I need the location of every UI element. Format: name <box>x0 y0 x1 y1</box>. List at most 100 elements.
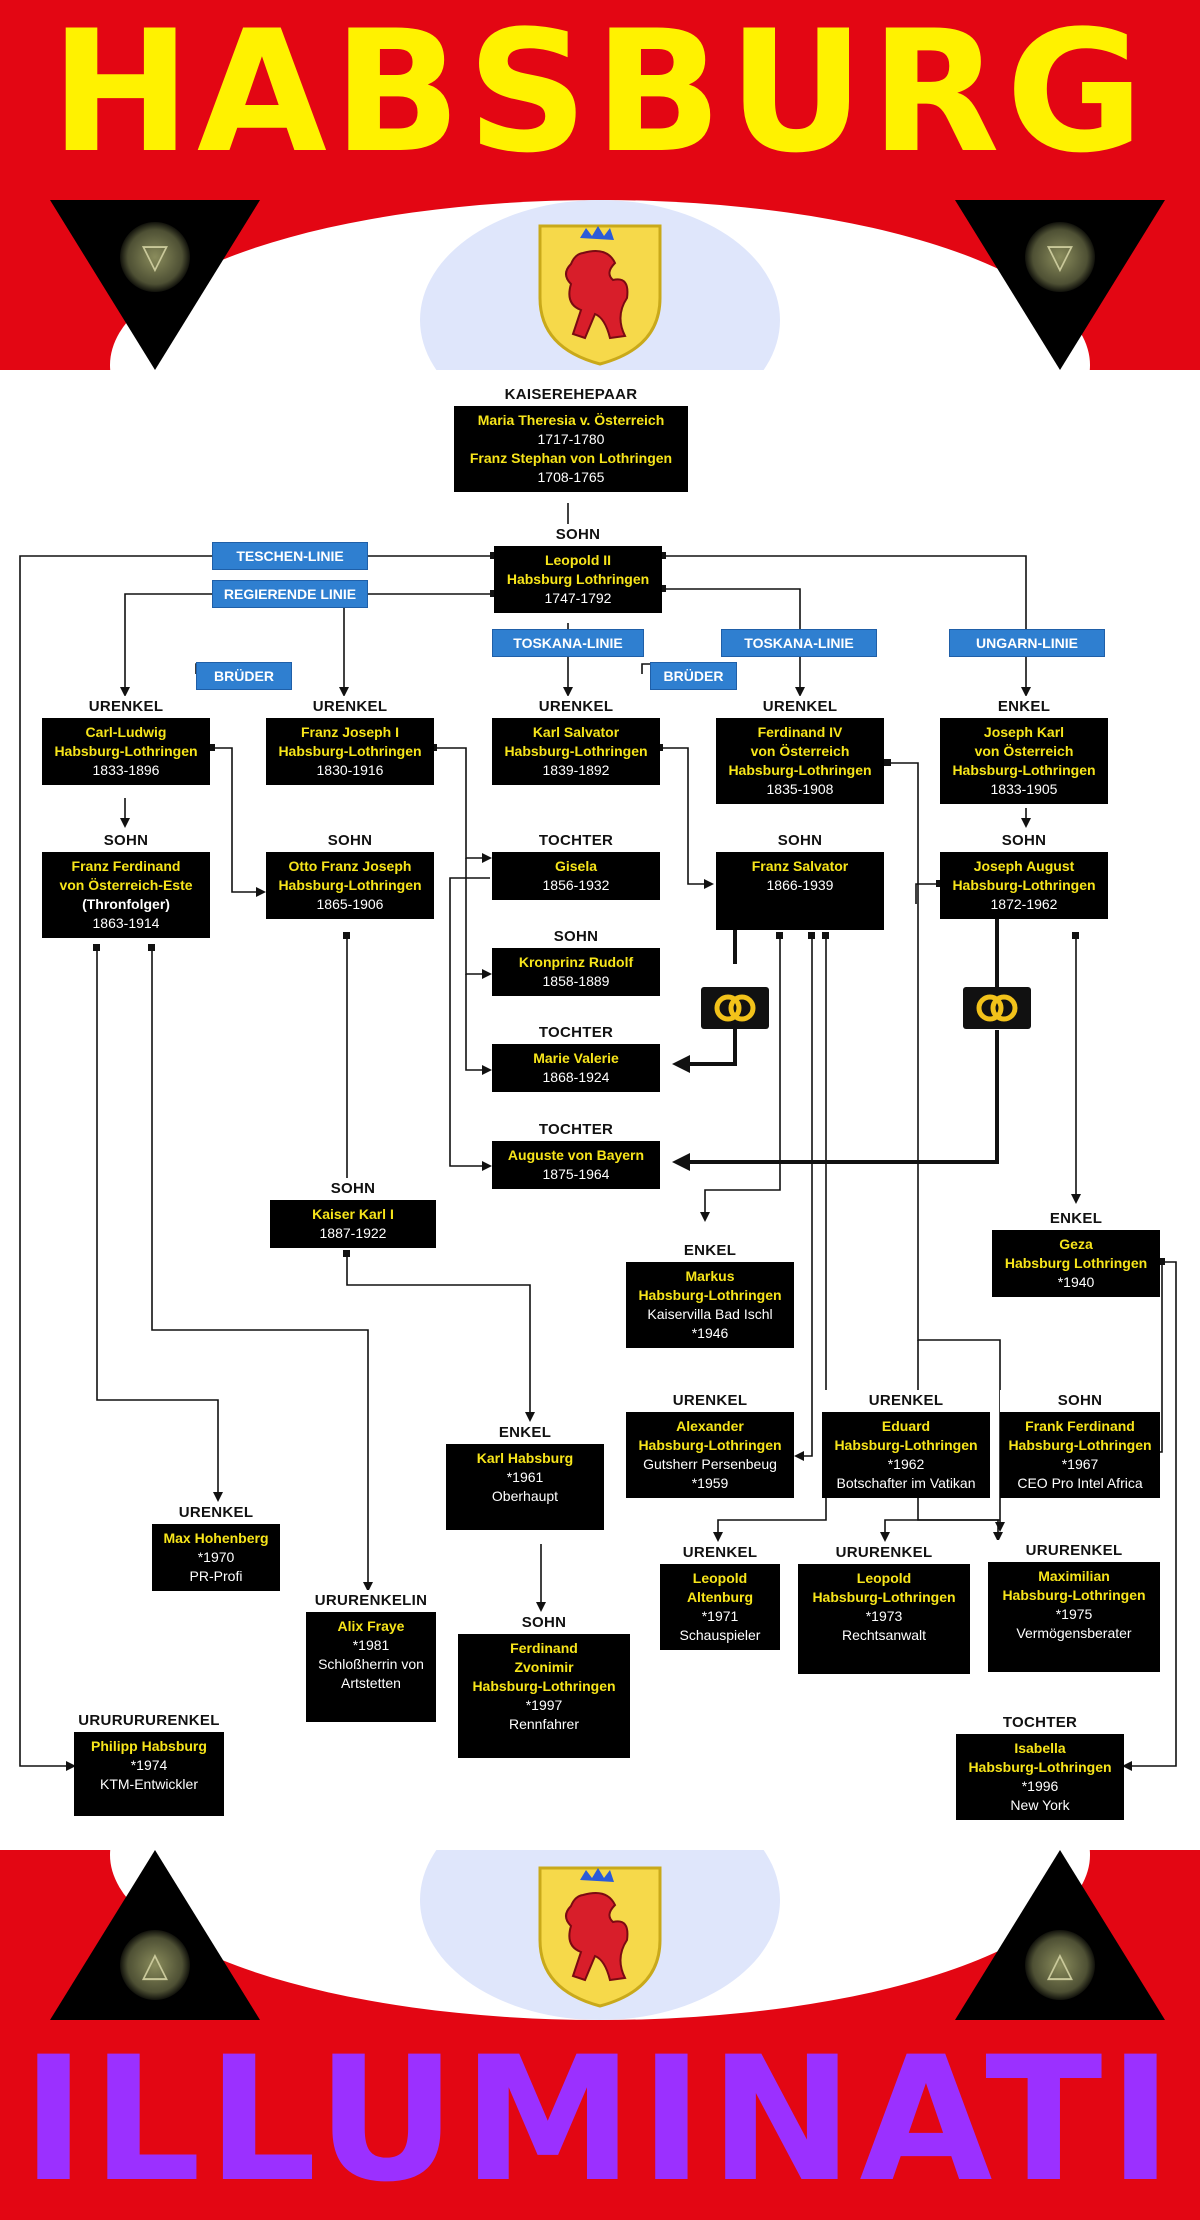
person-note: Gutsherr Persenbeug <box>643 1456 777 1472</box>
person-name: Leopold <box>856 1570 912 1586</box>
role-label: URENKEL <box>716 696 884 718</box>
person-years: 1717-1780 <box>537 431 605 447</box>
person-name: Leopold II <box>544 552 612 568</box>
role-label: URURENKEL <box>798 1542 970 1564</box>
person-karl-habsburg: ENKEL Karl Habsburg *1961 Oberhaupt <box>446 1422 604 1530</box>
role-label: SOHN <box>42 830 210 852</box>
person-name: von Österreich <box>974 743 1074 759</box>
person-name: Habsburg-Lothringen <box>952 762 1096 778</box>
person-name: Isabella <box>1014 1740 1066 1756</box>
role-label: URENKEL <box>492 696 660 718</box>
person-years: 1868-1924 <box>542 1069 610 1085</box>
role-label: URURENKELIN <box>306 1590 436 1612</box>
person-years: 1833-1905 <box>990 781 1058 797</box>
role-label: URENKEL <box>266 696 434 718</box>
person-name: von Österreich <box>750 743 850 759</box>
person-years: 1875-1964 <box>542 1166 610 1182</box>
person-franz-salvator: SOHN Franz Salvator 1866-1939 <box>716 830 884 930</box>
person-ferdinand-iv: URENKEL Ferdinand IV von Österreich Habs… <box>716 696 884 804</box>
person-auguste-von-bayern: TOCHTER Auguste von Bayern 1875-1964 <box>492 1119 660 1189</box>
role-label: SOHN <box>940 830 1108 852</box>
person-years: *1973 <box>865 1608 903 1624</box>
habsburg-lion-crest-icon <box>538 1866 662 2008</box>
person-name: Leopold <box>692 1570 748 1586</box>
person-name: Habsburg-Lothringen <box>472 1678 616 1694</box>
footer-band: △ △ ILLUMINATI <box>0 1850 1200 2220</box>
page-title: HABSBURG <box>50 0 1150 190</box>
person-name: Habsburg-Lothringen <box>504 743 648 759</box>
person-years: *1975 <box>1055 1606 1093 1622</box>
person-name: Ferdinand IV <box>757 724 843 740</box>
role-label: URENKEL <box>822 1390 990 1412</box>
person-years: 1856-1932 <box>542 877 610 893</box>
role-label: ENKEL <box>446 1422 604 1444</box>
person-name: Eduard <box>881 1418 931 1434</box>
person-years: 1833-1896 <box>92 762 160 778</box>
person-leopold-ii: SOHN Leopold II Habsburg Lothringen 1747… <box>494 524 662 613</box>
person-name: Karl Habsburg <box>476 1450 574 1466</box>
person-note: PR-Profi <box>189 1568 243 1584</box>
person-eduard: URENKEL Eduard Habsburg-Lothringen *1962… <box>822 1390 990 1498</box>
person-name: Habsburg-Lothringen <box>834 1437 978 1453</box>
person-name: Joseph Karl <box>983 724 1065 740</box>
person-philipp-habsburg: URURURURENKEL Philipp Habsburg *1974 KTM… <box>74 1710 224 1816</box>
person-name: Max Hohenberg <box>163 1530 269 1546</box>
person-years: *1962 <box>887 1456 925 1472</box>
person-carl-ludwig: URENKEL Carl-Ludwig Habsburg-Lothringen … <box>42 696 210 785</box>
connector-lines <box>19 503 1177 1771</box>
person-name: Habsburg-Lothringen <box>968 1759 1112 1775</box>
person-name: Habsburg Lothringen <box>1004 1255 1148 1271</box>
person-name: Zvonimir <box>514 1659 574 1675</box>
role-label: ENKEL <box>992 1208 1160 1230</box>
person-years: 1835-1908 <box>766 781 834 797</box>
role-label: KAISEREHEPAAR <box>454 384 688 406</box>
role-label: TOCHTER <box>956 1712 1124 1734</box>
person-maximilian: URURENKEL Maximilian Habsburg-Lothringen… <box>988 1540 1160 1672</box>
role-label: SOHN <box>494 524 662 546</box>
eye-of-providence-icon: △ <box>1025 1930 1095 2000</box>
role-label: TOCHTER <box>492 1022 660 1044</box>
person-name: Habsburg-Lothringen <box>638 1437 782 1453</box>
person-name: Franz Ferdinand <box>71 858 181 874</box>
person-years: *1997 <box>525 1697 563 1713</box>
person-name: Karl Salvator <box>532 724 620 740</box>
person-markus: ENKEL Markus Habsburg-Lothringen Kaiserv… <box>626 1240 794 1348</box>
person-note: New York <box>1010 1797 1070 1813</box>
tag-brueder-1: BRÜDER <box>196 662 292 690</box>
person-years: 1863-1914 <box>92 915 160 931</box>
person-name: Carl-Ludwig <box>85 724 167 740</box>
person-years: 1866-1939 <box>766 877 834 893</box>
person-name: Altenburg <box>686 1589 754 1605</box>
person-name: Kronprinz Rudolf <box>518 954 634 970</box>
person-kaiser-karl-i: SOHN Kaiser Karl I 1887-1922 <box>270 1178 436 1248</box>
person-leopold-habsburg-lothringen: URURENKEL Leopold Habsburg-Lothringen *1… <box>798 1542 970 1674</box>
person-name: Habsburg-Lothringen <box>638 1287 782 1303</box>
person-name: Otto Franz Joseph <box>288 858 412 874</box>
person-name: Franz Joseph I <box>300 724 400 740</box>
role-label: SOHN <box>458 1612 630 1634</box>
person-name: Habsburg-Lothringen <box>728 762 872 778</box>
family-tree: TESCHEN-LINIE REGIERENDE LINIE TOSKANA-L… <box>0 370 1200 1850</box>
person-name: Habsburg-Lothringen <box>1008 1437 1152 1453</box>
person-name: Habsburg-Lothringen <box>1002 1587 1146 1603</box>
person-karl-salvator: URENKEL Karl Salvator Habsburg-Lothringe… <box>492 696 660 785</box>
person-note: Kaiservilla Bad Ischl <box>647 1306 773 1322</box>
person-years: 1830-1916 <box>316 762 384 778</box>
person-note: Oberhaupt <box>491 1488 559 1504</box>
person-years: 1839-1892 <box>542 762 610 778</box>
eye-of-providence-icon: △ <box>120 1930 190 2000</box>
person-joseph-karl: ENKEL Joseph Karl von Österreich Habsbur… <box>940 696 1108 804</box>
person-leopold-altenburg: URENKEL Leopold Altenburg *1971 Schauspi… <box>660 1542 780 1650</box>
role-label: ENKEL <box>626 1240 794 1262</box>
person-geza: ENKEL Geza Habsburg Lothringen *1940 <box>992 1208 1160 1297</box>
person-note: CEO Pro Intel Africa <box>1017 1475 1143 1491</box>
role-label: URURURURENKEL <box>74 1710 224 1732</box>
tag-brueder-2: BRÜDER <box>650 662 737 690</box>
eye-of-providence-icon: ▽ <box>1025 222 1095 292</box>
person-note: Botschafter im Vatikan <box>836 1475 976 1491</box>
person-years: *1959 <box>691 1475 729 1491</box>
person-alix-fraye: URURENKELIN Alix Fraye *1981 Schloßherri… <box>306 1590 436 1722</box>
person-otto-franz-joseph: SOHN Otto Franz Joseph Habsburg-Lothring… <box>266 830 434 919</box>
role-label: SOHN <box>716 830 884 852</box>
person-note: KTM-Entwickler <box>99 1776 198 1792</box>
